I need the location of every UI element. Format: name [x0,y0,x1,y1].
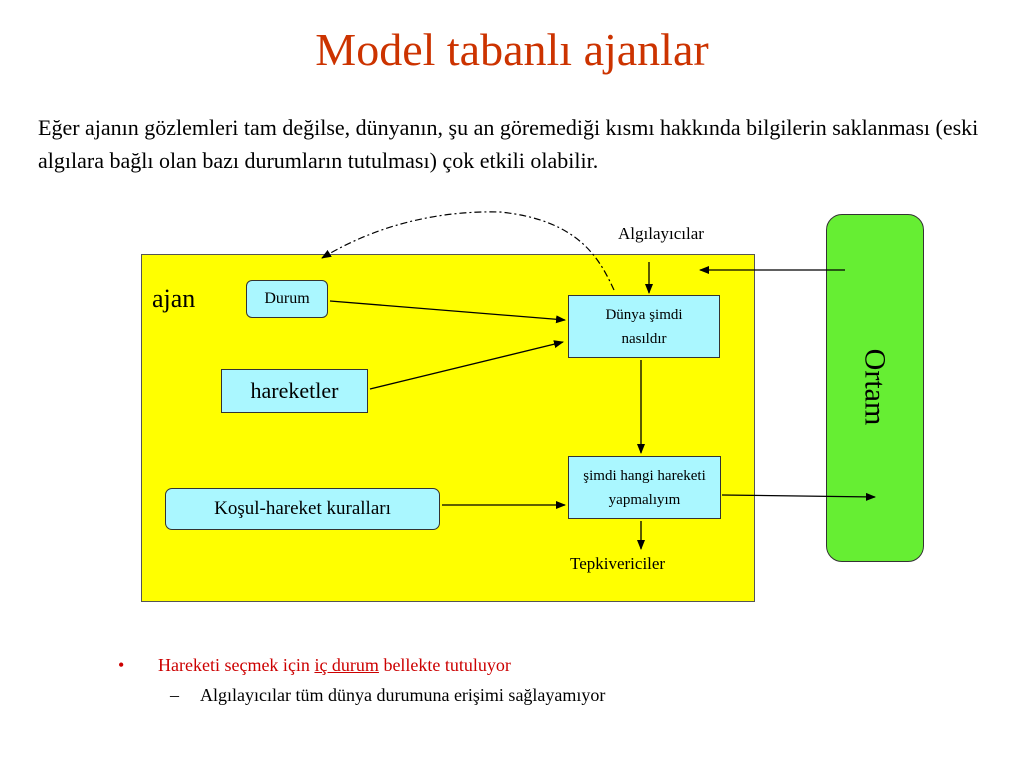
agent-label: ajan [152,284,196,313]
world-now-line2: nasıldır [621,330,667,347]
what-action-node: şimdi hangi hareketi yapmalıyım [568,456,721,519]
intro-paragraph: Eğer ajanın gözlemleri tam değilse, düny… [38,115,979,173]
intro-text: Eğer ajanın gözlemleri tam değilse, düny… [38,111,988,177]
rules-node: Koşul-hareket kuralları [165,488,440,530]
bullet-main-text: Hareketi seçmek için iç durum bellekte t… [158,650,511,680]
slide-title: Model tabanlı ajanlar [315,24,709,75]
bullet-main-after: bellekte tutuluyor [378,655,511,675]
what-action-line2: yapmalıyım [608,491,681,508]
bullet-sub-text: Algılayıcılar tüm dünya durumuna erişimi… [200,685,606,705]
bullet-main-underlined: iç durum [314,655,379,675]
bullet-marker: • [118,655,125,675]
world-now-line1: Dünya şimdi [605,306,683,323]
sensors-label: Algılayıcılar [618,224,704,243]
effectors-label: Tepkivericiler [570,554,666,573]
bullet-main: • Hareketi seçmek için iç durum bellekte… [118,650,605,680]
sub-bullet-marker: – [170,685,179,705]
environment-region [826,214,924,562]
bullet-list: • Hareketi seçmek için iç durum bellekte… [118,650,605,710]
bullet-main-before: Hareketi seçmek için [158,655,315,675]
bullet-sub: – Algılayıcılar tüm dünya durumuna erişi… [170,680,605,710]
what-action-line1: şimdi hangi hareketi [583,467,706,484]
actions-node: hareketler [221,369,368,413]
state-node: Durum [246,280,328,318]
world-now-node: Dünya şimdi nasıldır [568,295,720,358]
